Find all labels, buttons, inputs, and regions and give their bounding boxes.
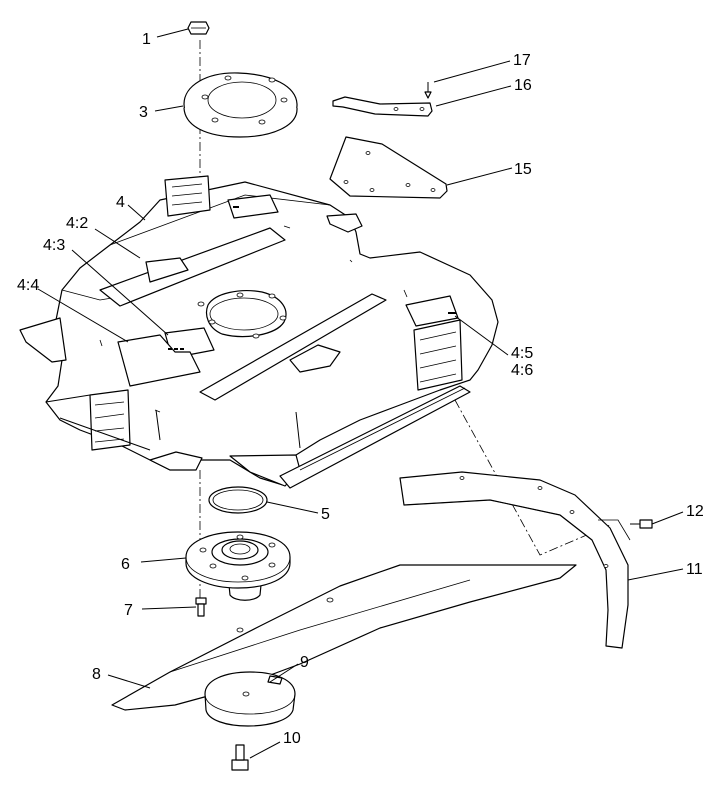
callout-4-3: 4:3: [43, 237, 65, 254]
part-8-blade: [111, 564, 577, 711]
part-15-cover-plate: [329, 136, 448, 199]
decal-4-4: [117, 334, 201, 387]
part-16-bracket: [332, 96, 433, 117]
callout-15: 15: [514, 161, 532, 178]
part-11-belt-shield: [399, 471, 631, 649]
callout-10: 10: [283, 730, 301, 747]
part-7-bolt: [195, 597, 207, 617]
part-17-screw: [424, 82, 432, 99]
decal-4-2: [145, 257, 189, 283]
callout-4-6: 4:6: [511, 362, 533, 379]
part-5-o-ring: [208, 486, 268, 514]
part-1-nut: [187, 21, 210, 35]
callout-12: 12: [686, 503, 704, 520]
callout-4-2: 4:2: [66, 215, 88, 232]
callout-5: 5: [321, 506, 330, 523]
callout-3: 3: [139, 104, 148, 121]
part-3-mounting-plate: [183, 72, 298, 138]
part-4-mower-deck: [19, 175, 499, 489]
callout-4-5: 4:5: [511, 345, 533, 362]
callout-17: 17: [513, 52, 531, 69]
decal-top: [227, 194, 279, 219]
callout-1: 1: [142, 31, 151, 48]
part-10-bolt: [231, 744, 249, 771]
callout-4-4: 4:4: [17, 277, 39, 294]
callout-4: 4: [116, 194, 125, 211]
callout-9: 9: [300, 654, 309, 671]
callout-labels: 1 3 4 4:2 4:3 4:4 4:5 4:6 5 6 7 8 9 10 1…: [17, 31, 704, 747]
callout-7: 7: [124, 602, 133, 619]
callout-16: 16: [514, 77, 532, 94]
decal-center: [289, 344, 341, 373]
part-9-blade-cup: [204, 671, 296, 727]
leader-lines: [37, 28, 684, 759]
callout-8: 8: [92, 666, 101, 683]
callout-6: 6: [121, 556, 130, 573]
part-6-spindle-housing: [185, 531, 291, 601]
callout-11: 11: [686, 561, 703, 578]
part-12-screw: [630, 519, 653, 529]
